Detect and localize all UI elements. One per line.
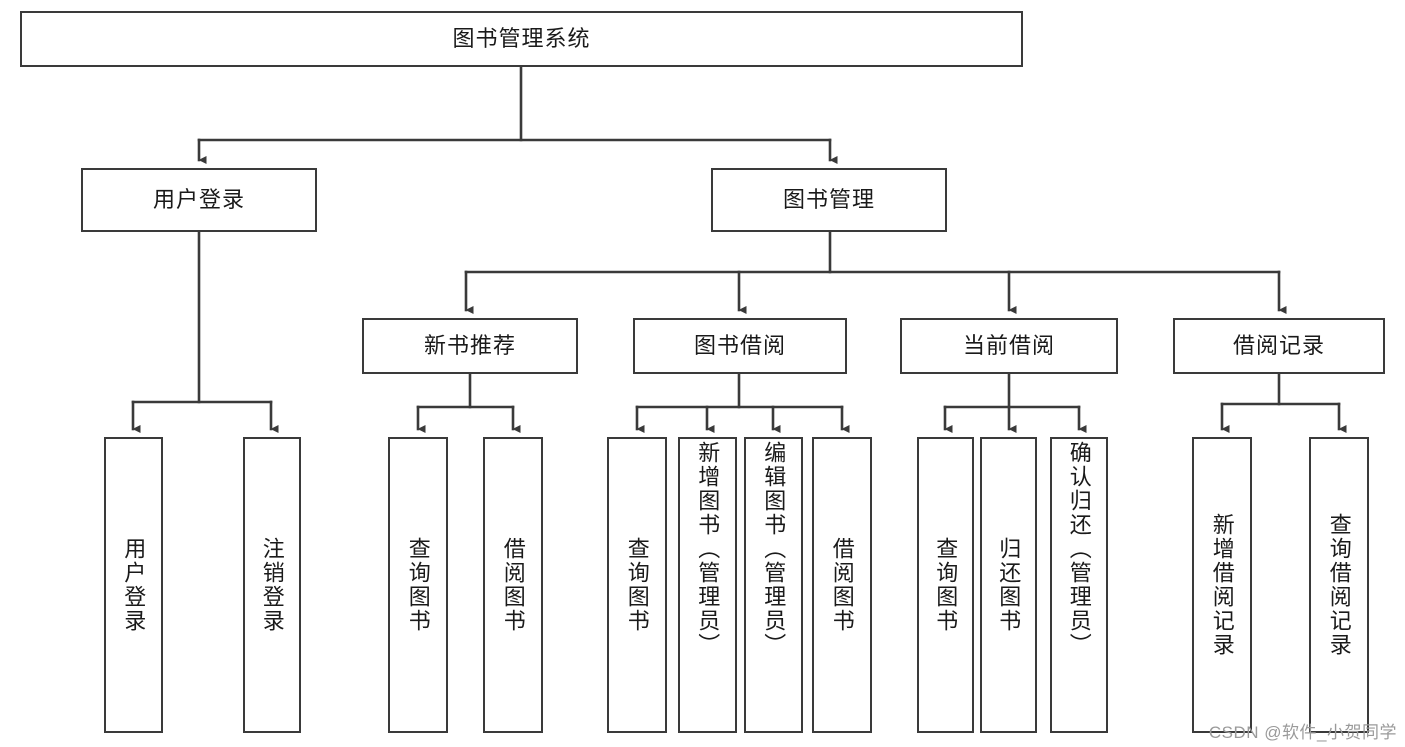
leaf-user-login[interactable]: 用户登录 <box>104 437 163 733</box>
node-borrow-record[interactable]: 借阅记录 <box>1173 318 1385 374</box>
leaf-confirm-return[interactable]: 确认归还（管理员） <box>1050 437 1108 733</box>
leaf-borrow-book-1[interactable]: 借阅图书 <box>483 437 543 733</box>
node-root[interactable]: 图书管理系统 <box>20 11 1023 67</box>
leaf-logout[interactable]: 注销登录 <box>243 437 301 733</box>
leaf-query-book-3[interactable]: 查询图书 <box>917 437 974 733</box>
leaf-borrow-book-2[interactable]: 借阅图书 <box>812 437 872 733</box>
leaf-query-book-2[interactable]: 查询图书 <box>607 437 667 733</box>
leaf-query-record[interactable]: 查询借阅记录 <box>1309 437 1369 733</box>
node-new-book-recommend[interactable]: 新书推荐 <box>362 318 578 374</box>
leaf-edit-book[interactable]: 编辑图书（管理员） <box>744 437 803 733</box>
node-book-manage[interactable]: 图书管理 <box>711 168 947 232</box>
csdn-watermark: CSDN @软件_小贺同学 <box>1208 723 1397 742</box>
node-user-login[interactable]: 用户登录 <box>81 168 317 232</box>
node-current-borrow[interactable]: 当前借阅 <box>900 318 1118 374</box>
node-book-borrow[interactable]: 图书借阅 <box>633 318 847 374</box>
leaf-query-book-1[interactable]: 查询图书 <box>388 437 448 733</box>
leaf-add-book[interactable]: 新增图书（管理员） <box>678 437 737 733</box>
leaf-return-book[interactable]: 归还图书 <box>980 437 1037 733</box>
leaf-add-record[interactable]: 新增借阅记录 <box>1192 437 1252 733</box>
